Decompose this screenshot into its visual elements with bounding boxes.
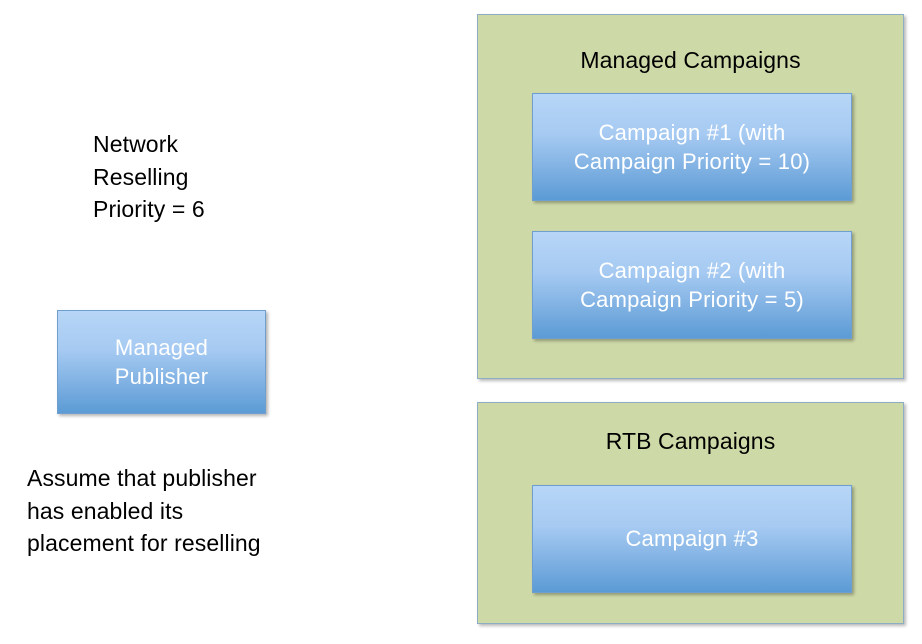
managed-publisher-node[interactable]: Managed Publisher <box>57 310 266 414</box>
campaign-1-node[interactable]: Campaign #1 (with Campaign Priority = 10… <box>532 93 852 201</box>
rtb-campaigns-title: RTB Campaigns <box>605 428 776 454</box>
managed-campaigns-group: Managed Campaigns Campaign #1 (with Camp… <box>477 14 904 379</box>
managed-campaigns-title: Managed Campaigns <box>580 47 801 73</box>
managed-publisher-label: Managed Publisher <box>114 334 209 389</box>
campaign-1-label: Campaign #1 (with Campaign Priority = 10… <box>573 119 811 174</box>
campaign-2-node[interactable]: Campaign #2 (with Campaign Priority = 5) <box>532 231 852 339</box>
campaign-3-label: Campaign #3 <box>625 526 759 552</box>
rtb-campaigns-group: RTB Campaigns Campaign #3 <box>477 402 904 624</box>
campaign-2-label: Campaign #2 (with Campaign Priority = 5) <box>580 257 804 312</box>
campaign-3-node[interactable]: Campaign #3 <box>532 485 852 593</box>
network-reselling-priority-note: Network Reselling Priority = 6 <box>93 131 205 223</box>
reselling-assumption-note: Assume that publisher has enabled its pl… <box>27 465 261 557</box>
